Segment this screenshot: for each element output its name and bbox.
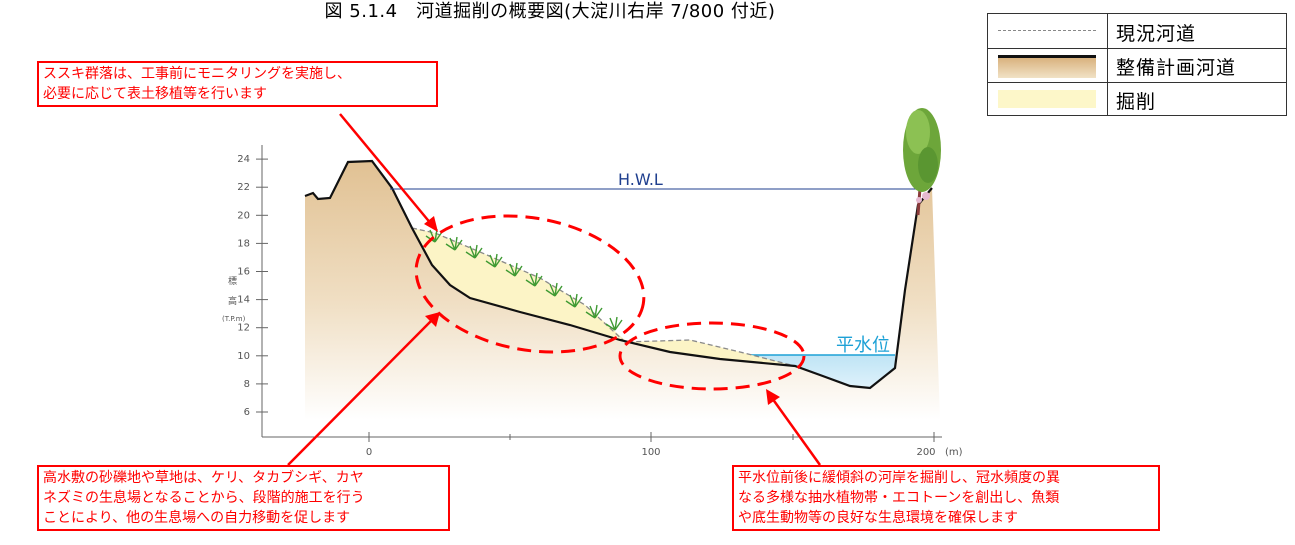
x-tick-label: 100 bbox=[641, 447, 660, 458]
y-tick-label: 20 bbox=[237, 210, 250, 221]
callout-line: 平水位前後に緩傾斜の河岸を掘削し、冠水頻度の異 bbox=[738, 470, 1060, 486]
legend-label: 整備計画河道 bbox=[1116, 57, 1237, 79]
excavation-swatch bbox=[998, 90, 1096, 108]
normal-water-label: 平水位 bbox=[836, 335, 890, 356]
callout-susuki: ススキ群落は、工事前にモニタリングを実施し、 必要に応じて表土移植等を行います bbox=[37, 61, 438, 107]
y-tick-label: 6 bbox=[244, 407, 250, 418]
x-tick-label: 0 bbox=[366, 447, 372, 458]
callout-gentle-bank: 平水位前後に緩傾斜の河岸を掘削し、冠水頻度の異 なる多様な抽水植物帯・エコトーン… bbox=[732, 465, 1160, 531]
hwl-label: H.W.L bbox=[618, 170, 663, 189]
y-axis-ticks: 6 8 10 12 14 16 18 20 22 24 bbox=[237, 154, 268, 418]
y-tick-label: 24 bbox=[237, 154, 250, 165]
legend-label: 現況河道 bbox=[1116, 23, 1197, 45]
y-axis-label: 高 bbox=[228, 295, 237, 307]
legend-divider bbox=[1107, 14, 1108, 115]
x-unit-label: (m) bbox=[945, 447, 963, 458]
figure-title: 図 5.1.4 河道掘削の概要図(大淀川右岸 7/800 付近) bbox=[324, 1, 776, 22]
legend-item-current-channel: 現況河道 bbox=[988, 14, 1286, 49]
callout-line: なる多様な抽水植物帯・エコトーンを創出し、魚類 bbox=[738, 490, 1060, 506]
planned-channel-swatch bbox=[998, 55, 1096, 78]
highlight-ellipse bbox=[414, 214, 646, 354]
callout-arrows bbox=[287, 113, 822, 466]
excavation-area bbox=[625, 340, 795, 366]
dashed-line-swatch bbox=[998, 30, 1096, 31]
y-tick-label: 8 bbox=[244, 379, 250, 390]
excavation-area bbox=[412, 228, 625, 340]
callout-line: 必要に応じて表土移植等を行います bbox=[43, 86, 267, 102]
y-tick-label: 10 bbox=[237, 351, 250, 362]
y-tick-label: 16 bbox=[237, 267, 250, 278]
tree-icon bbox=[903, 108, 941, 216]
y-tick-label: 18 bbox=[237, 238, 250, 249]
y-axis-label: 標 bbox=[228, 275, 237, 287]
legend-label: 掘削 bbox=[1116, 91, 1157, 113]
highlight-ellipse bbox=[618, 321, 806, 391]
reed-vegetation bbox=[425, 228, 623, 331]
x-tick-label: 200 bbox=[916, 447, 935, 458]
callout-line: ススキ群落は、工事前にモニタリングを実施し、 bbox=[43, 66, 351, 82]
callout-line: ことにより、他の生息場への自力移動を促します bbox=[43, 510, 351, 526]
existing-channel-line bbox=[411, 227, 796, 367]
legend-item-excavation: 掘削 bbox=[988, 82, 1286, 116]
ground-section bbox=[305, 161, 940, 420]
y-tick-label: 12 bbox=[237, 323, 250, 334]
legend: 現況河道 整備計画河道 掘削 bbox=[987, 13, 1287, 116]
planned-channel-line bbox=[304, 159, 933, 390]
callout-line: や底生動物等の良好な生息環境を確保します bbox=[738, 510, 1018, 526]
x-axis-ticks: 0 100 200 (m) bbox=[366, 432, 963, 458]
callout-line: ネズミの生息場となることから、段階的施工を行う bbox=[43, 490, 365, 506]
callout-line: 高水敷の砂礫地や草地は、ケリ、タカブシギ、カヤ bbox=[43, 470, 364, 486]
y-axis-label: (T.P.m) bbox=[222, 315, 246, 323]
callout-gravel-grassland: 高水敷の砂礫地や草地は、ケリ、タカブシギ、カヤ ネズミの生息場となることから、段… bbox=[37, 465, 450, 531]
normal-water-body bbox=[700, 355, 895, 388]
y-tick-label: 22 bbox=[237, 182, 250, 193]
y-tick-label: 14 bbox=[237, 295, 250, 306]
legend-item-planned-channel: 整備計画河道 bbox=[988, 48, 1286, 83]
